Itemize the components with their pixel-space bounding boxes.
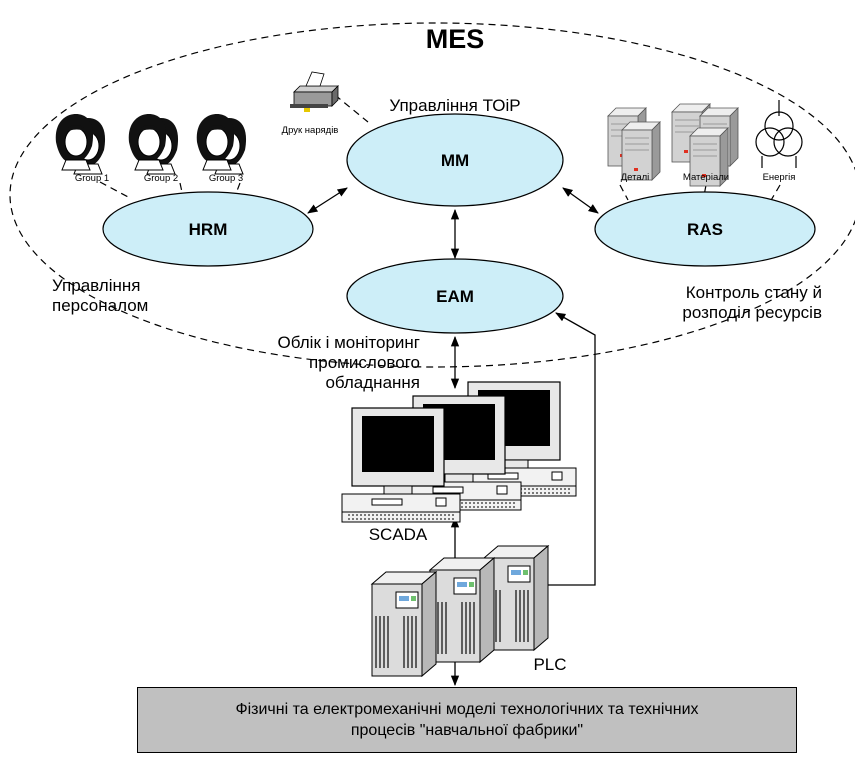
group2-icon <box>128 113 179 175</box>
hr-label-line2: персоналом <box>52 296 148 315</box>
eq-label-line2: промислового <box>309 353 420 372</box>
details-label: Деталі <box>621 172 650 183</box>
footer-line1: Фізичні та електромеханічні моделі техно… <box>235 701 699 718</box>
hrm-label: HRM <box>189 220 228 239</box>
ras-node <box>594 191 816 267</box>
group3-label: Group 3 <box>209 173 243 184</box>
tor-label: Управління ТОіР <box>389 96 520 115</box>
mes-title: MES <box>426 24 485 54</box>
details-connector <box>619 184 629 201</box>
transformer-icon <box>755 100 803 168</box>
mes-boundary <box>9 22 855 368</box>
printer-connector <box>334 94 369 123</box>
footer-line2: процесів "навчальної фабрики" <box>350 722 584 739</box>
res-label-line2: розподіл ресурсів <box>682 303 822 322</box>
mm-hrm-arrow <box>307 187 348 214</box>
physical-models-box: Фізичні та електромеханічні моделі техно… <box>137 687 797 753</box>
plc-cabinets-icon <box>371 545 549 677</box>
hrm-node <box>102 191 314 267</box>
ras-label: RAS <box>687 220 723 239</box>
energy-label: Енергія <box>763 172 796 183</box>
mm-node <box>346 113 564 207</box>
eq-label-line1: Облік і моніторинг <box>278 333 420 352</box>
materials-label: Матеріали <box>683 172 729 183</box>
group3-icon <box>196 113 247 175</box>
mm-label: MM <box>441 151 469 170</box>
res-label-line1: Контроль стану й <box>686 283 822 302</box>
print-label: Друк нарядів <box>282 125 339 136</box>
eam-node <box>346 258 564 334</box>
details-server-icon <box>607 107 661 181</box>
materials-connector <box>703 184 707 197</box>
plc-eam-arrow <box>530 312 596 590</box>
scada-label: SCADA <box>369 525 428 544</box>
group1-label: Group 1 <box>75 173 109 184</box>
eam-label: EAM <box>436 287 474 306</box>
printer-icon <box>290 71 339 112</box>
group1-connector <box>99 181 131 199</box>
eq-label-line3: обладнання <box>325 373 420 392</box>
hr-label-line1: Управління <box>52 276 140 295</box>
plc-label: PLC <box>533 655 566 674</box>
scada-computers-icon <box>341 381 577 523</box>
group1-icon <box>55 113 106 175</box>
group2-label: Group 2 <box>144 173 178 184</box>
group2-connector <box>179 182 183 193</box>
mm-ras-arrow <box>562 187 599 214</box>
group3-connector <box>234 182 241 197</box>
